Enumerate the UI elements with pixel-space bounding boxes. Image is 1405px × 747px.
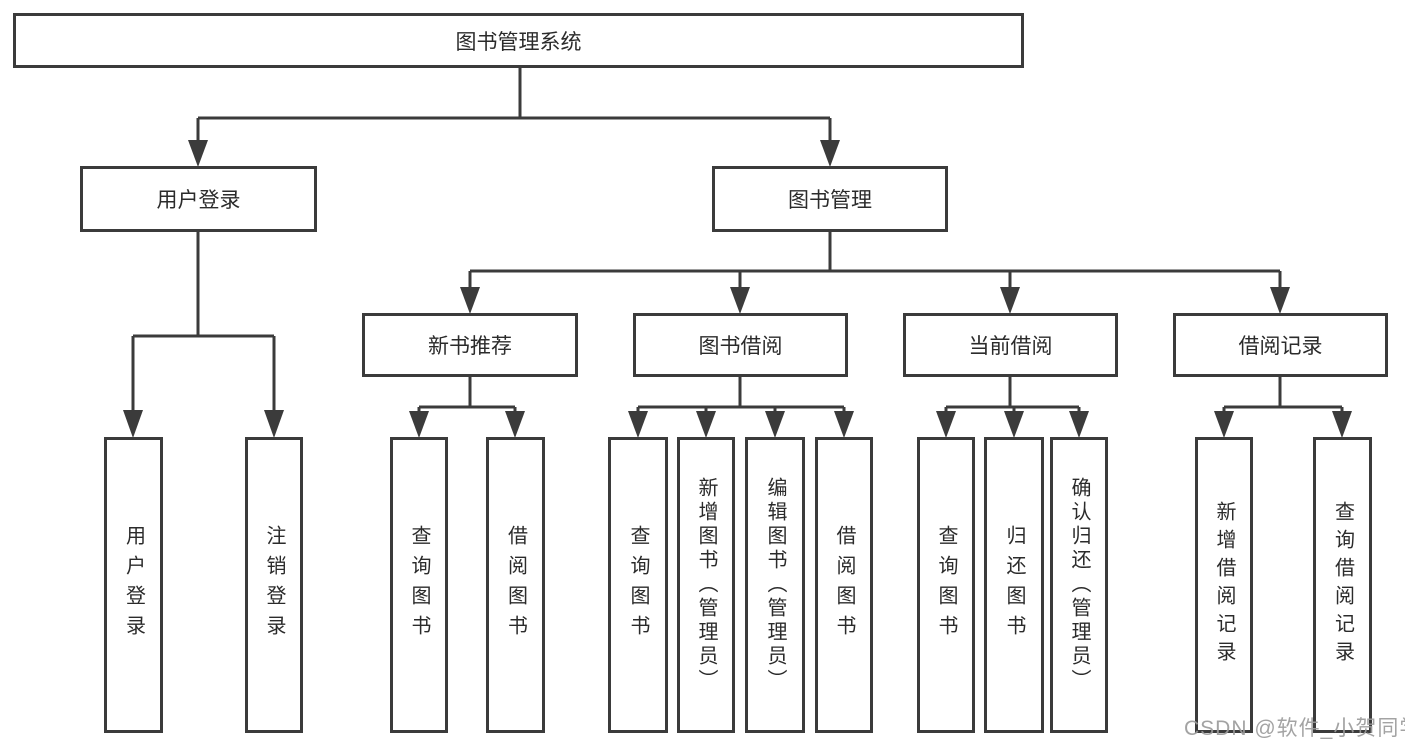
node-borrow-records: 借阅记录 [1173, 313, 1388, 377]
node-new-book-recommend: 新书推荐 [362, 313, 578, 377]
node-leaf-bb-borrow-book: 借阅图书 [815, 437, 873, 733]
node-root: 图书管理系统 [13, 13, 1024, 68]
node-leaf-cb-return-book: 归还图书 [984, 437, 1044, 733]
node-book-management: 图书管理 [712, 166, 948, 232]
node-leaf-bb-add-book-admin: 新增图书（管理员） [677, 437, 735, 733]
node-leaf-nbr-borrow-book: 借阅图书 [486, 437, 545, 733]
arrowheads [123, 140, 1352, 438]
node-leaf-logout: 注销登录 [245, 437, 303, 733]
node-user-login-branch: 用户登录 [80, 166, 317, 232]
node-leaf-bb-query-book: 查询图书 [608, 437, 668, 733]
node-leaf-cb-confirm-return-admin: 确认归还（管理员） [1050, 437, 1108, 733]
node-book-borrow: 图书借阅 [633, 313, 848, 377]
node-leaf-cb-query-book: 查询图书 [917, 437, 975, 733]
node-leaf-nbr-query-book: 查询图书 [390, 437, 448, 733]
node-leaf-br-add-record: 新增借阅记录 [1195, 437, 1253, 733]
node-leaf-user-login: 用户登录 [104, 437, 163, 733]
node-leaf-br-query-record: 查询借阅记录 [1313, 437, 1372, 733]
node-current-borrow: 当前借阅 [903, 313, 1118, 377]
node-leaf-bb-edit-book-admin: 编辑图书（管理员） [745, 437, 805, 733]
csdn-watermark: CSDN @软件_小贺同学 [1184, 717, 1405, 740]
